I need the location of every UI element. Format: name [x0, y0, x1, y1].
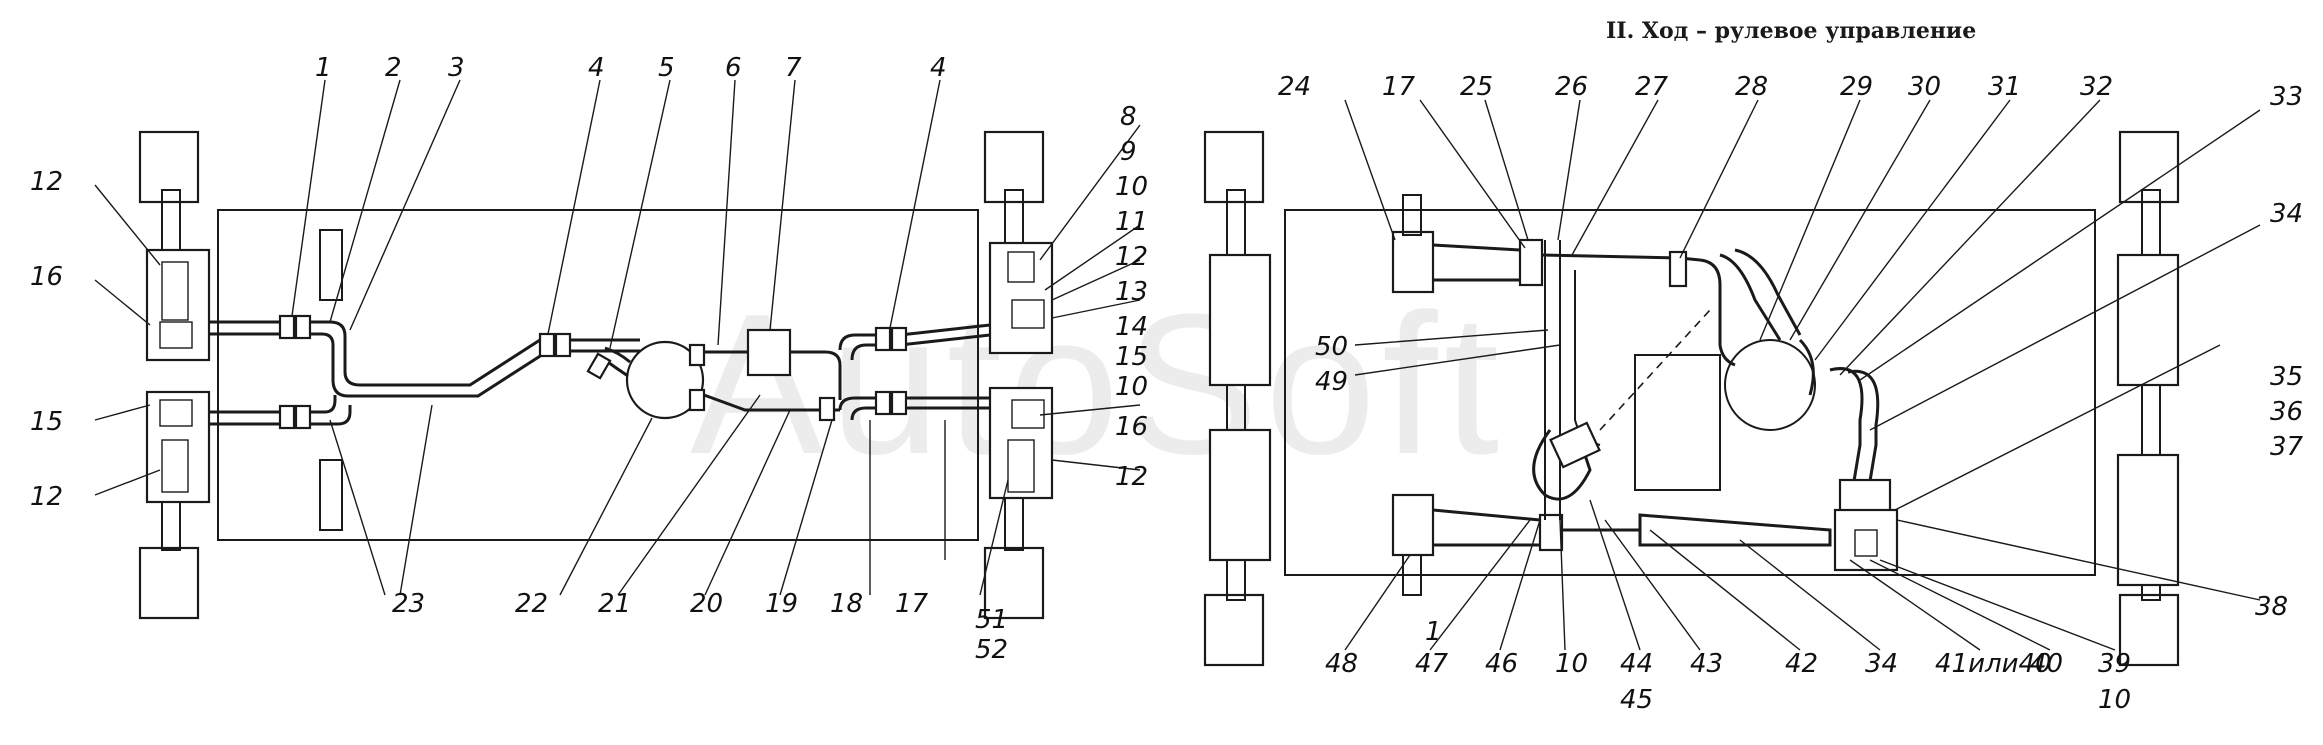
label-22: 22 — [515, 589, 548, 619]
left-wheel-rear-right — [983, 546, 1045, 620]
label-48: 48 — [1325, 649, 1358, 679]
label-47: 47 — [1415, 649, 1449, 679]
label-43: 43 — [1690, 649, 1723, 679]
label-5: 5 — [658, 53, 675, 83]
label-9: 9 — [1120, 137, 1137, 167]
left-wheel-rear-top — [138, 546, 200, 620]
label-34b: 34 — [1865, 649, 1898, 679]
label-28: 28 — [1735, 72, 1768, 102]
label-4b: 4 — [930, 53, 947, 83]
left-wheel-front-right — [983, 130, 1045, 204]
label-50: 50 — [1315, 332, 1348, 362]
pump — [625, 340, 705, 420]
label-33: 33 — [2270, 82, 2303, 112]
label-44: 44 — [1620, 649, 1653, 679]
label-39: 39 — [2098, 649, 2131, 679]
label-15b: 15 — [30, 407, 63, 437]
label-3: 3 — [448, 53, 465, 83]
label-49: 49 — [1315, 367, 1348, 397]
label-13: 13 — [1115, 277, 1148, 307]
label-12c: 12 — [30, 167, 63, 197]
label-10r: 10 — [2098, 685, 2131, 715]
right-diagram: 24 17 25 26 27 28 29 30 31 32 33 34 35 3… — [1203, 72, 2304, 715]
label-40: 40 — [2030, 649, 2063, 679]
cylinder-48 — [1391, 493, 1435, 557]
label-16b: 16 — [30, 262, 63, 292]
label-32: 32 — [2080, 72, 2113, 102]
label-10b: 10 — [1115, 372, 1148, 402]
label-17: 17 — [895, 589, 929, 619]
left-block-top-left — [145, 248, 211, 362]
label-10s: 10 — [1555, 649, 1588, 679]
label-37: 37 — [2270, 432, 2304, 462]
label-12d: 12 — [30, 482, 63, 512]
right-chassis-frame — [1284, 209, 2096, 576]
label-4: 4 — [588, 53, 605, 83]
label-6: 6 — [725, 53, 742, 83]
label-46: 46 — [1485, 649, 1518, 679]
label-42: 42 — [1785, 649, 1818, 679]
label-41or40: 41или40 — [1935, 649, 2052, 679]
left-chassis-frame — [217, 209, 979, 541]
cylinder-24 — [1391, 230, 1435, 294]
label-12: 12 — [1115, 242, 1148, 272]
label-51: 51 — [975, 605, 1008, 635]
label-18: 18 — [830, 589, 863, 619]
label-27: 27 — [1635, 72, 1669, 102]
label-14: 14 — [1115, 312, 1148, 342]
label-11: 11 — [1115, 207, 1148, 237]
distributor — [1833, 508, 1899, 572]
label-1r: 1 — [1425, 617, 1442, 647]
label-21: 21 — [598, 589, 631, 619]
label-45: 45 — [1620, 685, 1653, 715]
label-16: 16 — [1115, 412, 1148, 442]
label-30: 30 — [1908, 72, 1941, 102]
label-17r: 17 — [1382, 72, 1416, 102]
label-35: 35 — [2270, 362, 2303, 392]
label-31: 31 — [1988, 72, 2021, 102]
page-title: II. Ход – рулевое управление — [1606, 18, 1977, 44]
label-2: 2 — [385, 53, 402, 83]
label-34: 34 — [2270, 199, 2303, 229]
label-15: 15 — [1115, 342, 1148, 372]
label-23: 23 — [392, 589, 425, 619]
label-38: 38 — [2255, 592, 2288, 622]
left-diagram: 1 2 3 4 5 6 7 4 8 9 10 11 12 13 14 15 10… — [30, 53, 1148, 665]
left-wheel-front-top — [138, 130, 200, 204]
label-20: 20 — [690, 589, 723, 619]
label-1: 1 — [315, 53, 332, 83]
left-block-bottom-right — [988, 386, 1054, 500]
label-26: 26 — [1555, 72, 1588, 102]
label-29: 29 — [1840, 72, 1873, 102]
label-8: 8 — [1120, 102, 1137, 132]
label-25: 25 — [1460, 72, 1493, 102]
label-36: 36 — [2270, 397, 2303, 427]
label-10: 10 — [1115, 172, 1148, 202]
label-12b: 12 — [1115, 462, 1148, 492]
label-7: 7 — [785, 53, 802, 83]
left-block-top-right — [988, 241, 1054, 355]
label-52: 52 — [975, 635, 1008, 665]
label-24: 24 — [1278, 72, 1311, 102]
valve — [746, 328, 792, 377]
left-block-bottom-left — [145, 390, 211, 504]
label-19: 19 — [765, 589, 798, 619]
